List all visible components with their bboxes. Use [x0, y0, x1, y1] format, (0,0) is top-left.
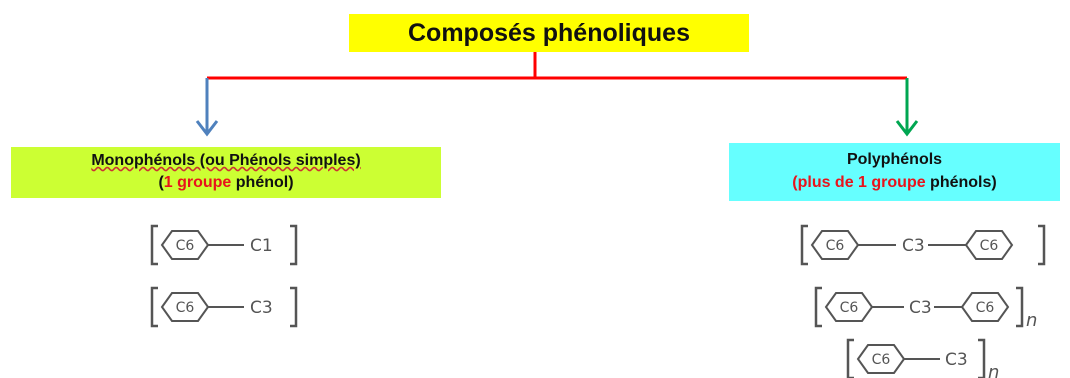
- benzene-ring-icon: [960, 292, 1010, 322]
- monophenols-paren-open: (: [158, 174, 164, 191]
- chain-label: C3: [250, 298, 273, 318]
- right-arrow-head: [895, 120, 919, 137]
- ring2-label: C6: [980, 238, 999, 254]
- monophenols-suffix: phénol): [231, 174, 294, 191]
- formula-c6-c1: C6 C1: [150, 224, 298, 266]
- ring2-label: C6: [976, 300, 995, 316]
- left-arrow-head: [195, 120, 219, 137]
- ring-label: C6: [872, 352, 891, 368]
- ring-label: C6: [176, 300, 195, 316]
- chain-label: C3: [945, 350, 968, 370]
- benzene-ring-icon: [964, 230, 1014, 260]
- polyphenols-count: (plus de 1 groupe: [792, 174, 926, 191]
- formula-c6-c3-c6: C6 C3 C6: [800, 224, 1046, 266]
- chain-label: C1: [250, 236, 273, 256]
- monophenols-name: Monophénols (ou Phénols simples): [91, 152, 361, 169]
- subscript-n: n: [988, 362, 999, 378]
- ring-label: C6: [176, 238, 195, 254]
- subscript-n: n: [1026, 310, 1037, 331]
- polyphenols-suffix: phénols): [925, 174, 997, 191]
- formula-c6-c3: C6 C3: [150, 286, 298, 328]
- ring-label: C6: [826, 238, 845, 254]
- monophenols-box: Monophénols (ou Phénols simples) (1 grou…: [11, 147, 441, 198]
- chain-label: C3: [902, 236, 925, 256]
- title-text: Composés phénoliques: [408, 19, 690, 47]
- ring-label: C6: [840, 300, 859, 316]
- title-box: Composés phénoliques: [349, 14, 749, 52]
- formula-c6-c3-n: C6 C3 n: [846, 338, 999, 378]
- chain-label: C3: [909, 298, 932, 318]
- polyphenols-name: Polyphénols: [846, 151, 943, 168]
- formula-c6-c3-c6-n: C6 C3 C6 n: [814, 286, 1037, 331]
- monophenols-count: 1 groupe: [163, 174, 232, 191]
- polyphenols-box: Polyphénols (plus de 1 groupe phénols): [729, 143, 1060, 201]
